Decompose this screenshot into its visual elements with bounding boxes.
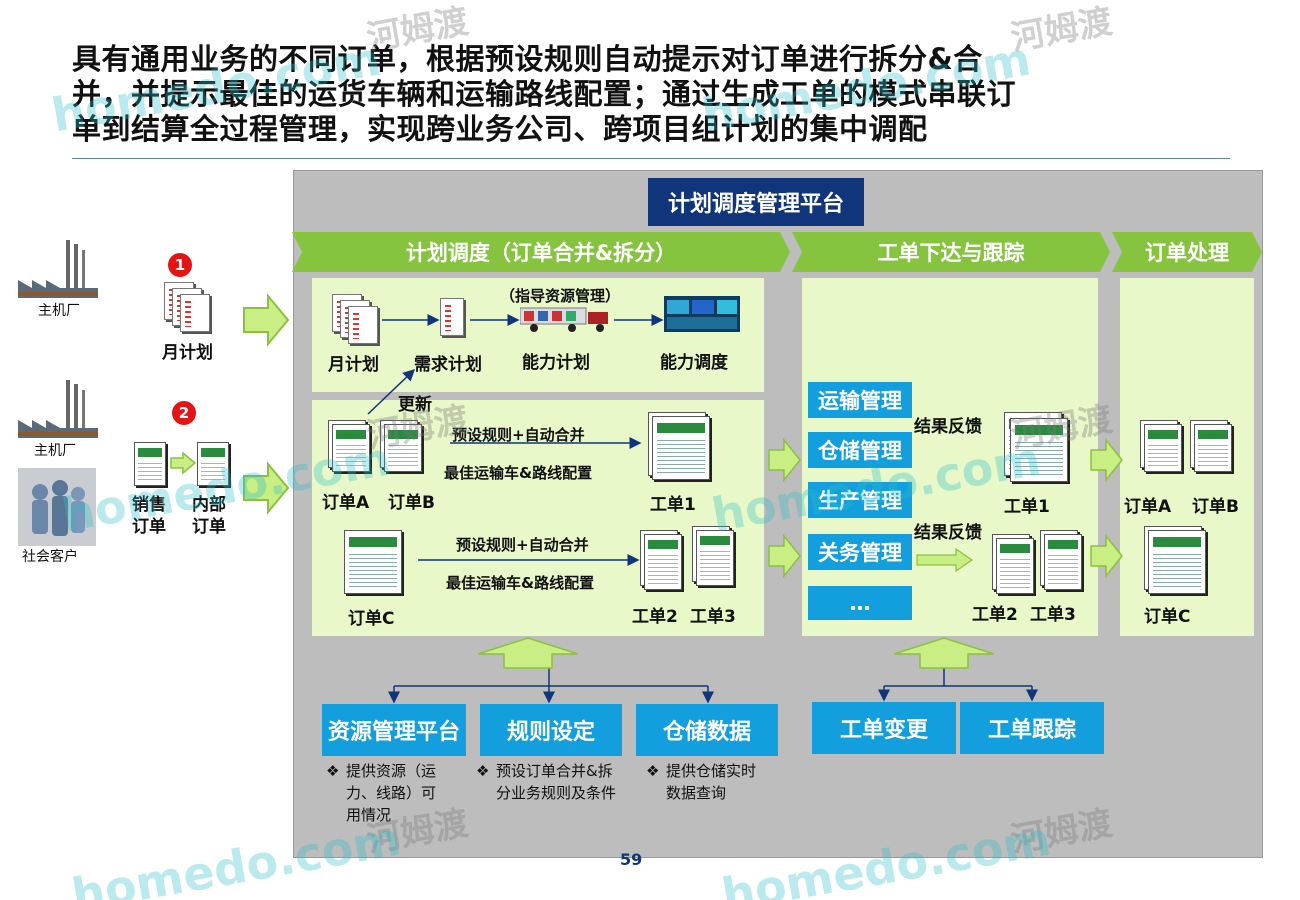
plan-step-capacity: 能力计划 bbox=[522, 353, 590, 373]
merge-rule-1: 预设规则+自动合并 bbox=[452, 426, 585, 444]
module-more[interactable]: … bbox=[808, 586, 912, 620]
module-production[interactable]: 生产管理 bbox=[808, 482, 912, 518]
processed-order-a-icon bbox=[1144, 424, 1182, 472]
merge-config-2: 最佳运输车&路线配置 bbox=[446, 574, 595, 592]
processed-order-b-label: 订单B bbox=[1192, 497, 1239, 517]
dispatch-screen-icon bbox=[664, 296, 740, 332]
bullet-resource: 提供资源（运力、线路）可用情况 bbox=[346, 762, 437, 824]
sales-order-icon bbox=[134, 442, 166, 486]
internal-order-icon bbox=[197, 442, 229, 486]
order-b-icon bbox=[384, 424, 422, 472]
bullet-rule: 预设订单合并&拆分业务规则及条件 bbox=[496, 762, 617, 802]
title-divider bbox=[72, 158, 1230, 159]
update-label: 更新 bbox=[398, 395, 432, 415]
issued-work-3-label: 工单3 bbox=[1030, 605, 1076, 625]
phase-plan-scheduling: 计划调度（订单合并&拆分） bbox=[292, 232, 790, 272]
truck-icon bbox=[519, 302, 612, 334]
work-order-1-label: 工单1 bbox=[650, 495, 696, 515]
platform-title: 计划调度管理平台 bbox=[648, 178, 864, 226]
processed-order-a-label: 订单A bbox=[1124, 497, 1172, 517]
step-badge-1: 1 bbox=[168, 253, 192, 277]
feedback-label-1: 结果反馈 bbox=[914, 417, 982, 437]
work-order-tracking-box[interactable]: 工单跟踪 bbox=[960, 702, 1104, 754]
issued-work-2-icon bbox=[996, 538, 1034, 594]
plan-step-dispatch: 能力调度 bbox=[660, 353, 728, 373]
rule-setting-box[interactable]: 规则设定 bbox=[480, 704, 622, 756]
right-arrow-icon bbox=[243, 293, 290, 347]
right-arrow-icon bbox=[1090, 533, 1123, 579]
plan-step-monthly: 月计划 bbox=[328, 355, 379, 375]
page-number: 59 bbox=[620, 850, 643, 869]
guide-resource-label: （指导资源管理） bbox=[500, 287, 621, 305]
customer-icon bbox=[18, 468, 96, 546]
right-arrow-icon bbox=[170, 451, 197, 475]
processed-order-c-icon bbox=[1148, 530, 1206, 594]
sales-order-label: 销售 订单 bbox=[132, 495, 166, 537]
resource-platform-box[interactable]: 资源管理平台 bbox=[322, 704, 466, 756]
work-order-1-icon bbox=[652, 416, 710, 480]
work-order-2-icon bbox=[644, 534, 682, 590]
warehouse-data-box[interactable]: 仓储数据 bbox=[636, 704, 778, 756]
work-order-change-box[interactable]: 工单变更 bbox=[812, 702, 956, 754]
order-a-icon bbox=[332, 424, 370, 472]
order-c-label: 订单C bbox=[348, 609, 395, 629]
right-arrow-icon bbox=[1090, 437, 1123, 483]
phase-work-order: 工单下达与跟踪 bbox=[792, 232, 1110, 272]
bullet-icon: ❖ bbox=[646, 762, 660, 780]
right-arrow-icon bbox=[243, 461, 290, 515]
order-a-label: 订单A bbox=[322, 493, 370, 513]
processed-order-b-icon bbox=[1194, 424, 1232, 472]
work-order-3-icon bbox=[696, 530, 734, 586]
up-arrow-icon bbox=[893, 637, 995, 669]
work-order-2-label: 工单2 bbox=[632, 607, 678, 627]
work-order-3-label: 工单3 bbox=[690, 607, 736, 627]
plan-step-demand: 需求计划 bbox=[414, 355, 482, 375]
merge-config-1: 最佳运输车&路线配置 bbox=[444, 464, 593, 482]
right-arrow-icon bbox=[768, 437, 801, 483]
issued-work-1-label: 工单1 bbox=[1004, 497, 1050, 517]
module-transport[interactable]: 运输管理 bbox=[808, 382, 912, 418]
step-badge-2: 2 bbox=[172, 401, 196, 425]
merge-rule-2: 预设规则+自动合并 bbox=[456, 536, 589, 554]
issued-work-2-label: 工单2 bbox=[972, 605, 1018, 625]
feedback-label-2: 结果反馈 bbox=[914, 523, 982, 543]
factory-label-1: 主机厂 bbox=[38, 303, 80, 319]
factory-icon bbox=[18, 236, 98, 306]
right-arrow-icon bbox=[916, 547, 974, 573]
internal-order-label: 内部 订单 bbox=[192, 495, 226, 537]
factory-label-2: 主机厂 bbox=[34, 443, 76, 459]
customer-label: 社会客户 bbox=[22, 549, 78, 565]
monthly-plan-doc-icon bbox=[348, 306, 378, 344]
order-b-label: 订单B bbox=[388, 493, 435, 513]
bullet-warehouse: 提供仓储实时数据查询 bbox=[666, 762, 757, 802]
up-arrow-icon bbox=[477, 637, 579, 669]
bullet-icon: ❖ bbox=[326, 762, 340, 780]
factory-icon bbox=[18, 376, 98, 446]
monthly-plan-icon bbox=[180, 294, 210, 332]
page-title: 具有通用业务的不同订单，根据预设规则自动提示对订单进行拆分&合并，并提示最佳的运… bbox=[72, 42, 1017, 146]
issued-work-1-icon bbox=[1010, 418, 1068, 482]
bullet-icon: ❖ bbox=[476, 762, 490, 780]
phase-order-processing: 订单处理 bbox=[1112, 232, 1262, 272]
issued-work-3-icon bbox=[1044, 534, 1082, 590]
module-customs[interactable]: 关务管理 bbox=[808, 534, 912, 570]
module-warehouse[interactable]: 仓储管理 bbox=[808, 432, 912, 468]
demand-plan-doc-icon bbox=[440, 298, 464, 336]
right-arrow-icon bbox=[768, 533, 801, 579]
monthly-plan-label: 月计划 bbox=[162, 343, 213, 363]
order-c-icon bbox=[344, 530, 402, 594]
processed-order-c-label: 订单C bbox=[1144, 607, 1191, 627]
